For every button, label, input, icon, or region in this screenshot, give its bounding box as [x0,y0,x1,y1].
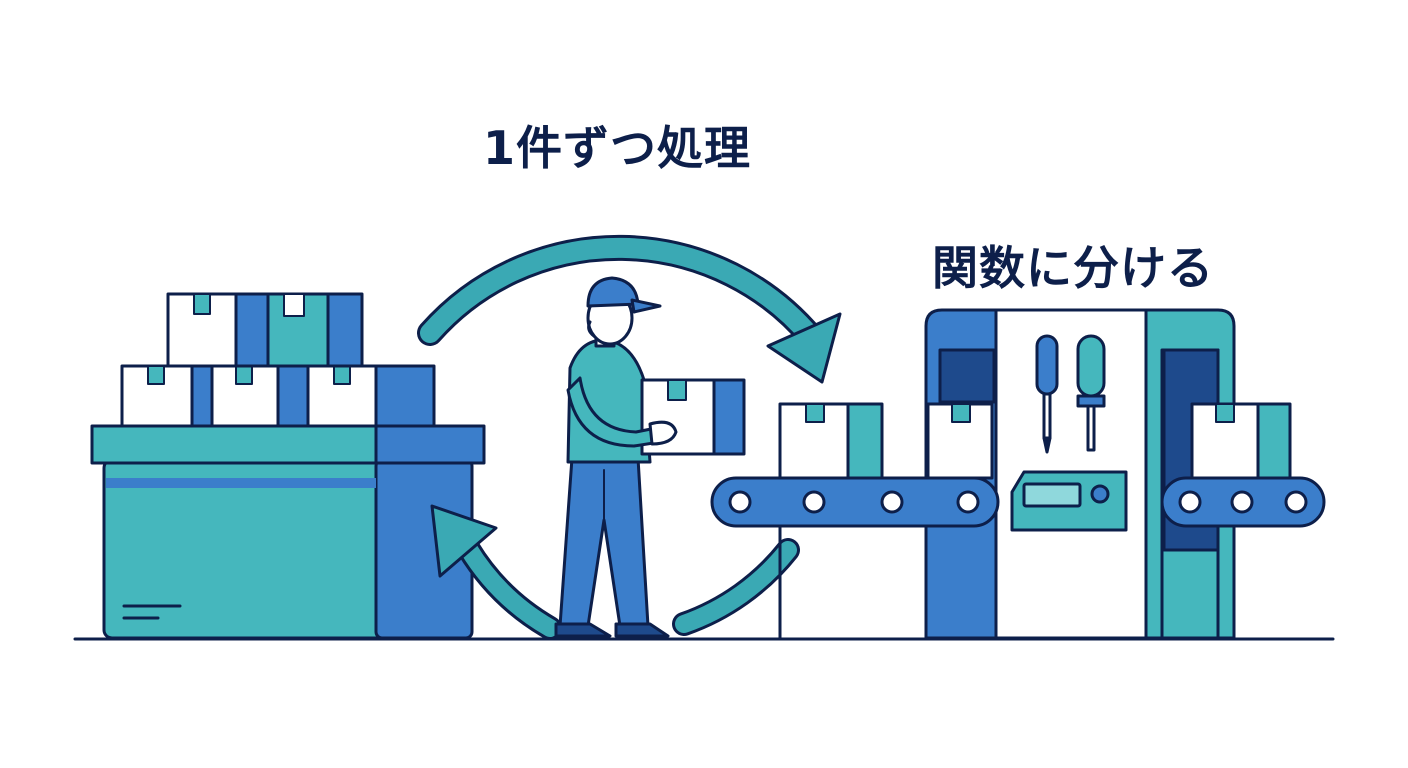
screwdriver-icon [1035,334,1059,454]
stacked-box [166,292,270,368]
worker-figure [554,276,746,638]
process-one-by-one-label: 1件ずつ処理 [483,121,752,175]
conveyor-box [926,402,994,480]
stacked-box [120,364,216,428]
top-cycle-arrow [417,234,842,384]
conveyor-box [1190,402,1292,480]
conveyor-belt-left [710,476,1000,528]
box-crate [90,424,486,640]
conveyor-belt-right [1160,476,1326,528]
conveyor-box [778,402,884,480]
control-panel [1010,470,1128,532]
stacked-box [306,364,436,428]
stacked-box [210,364,310,428]
split-into-functions-label: 関数に分ける [932,241,1214,295]
stacked-box [266,292,364,368]
screwdriver-icon [1076,334,1106,452]
